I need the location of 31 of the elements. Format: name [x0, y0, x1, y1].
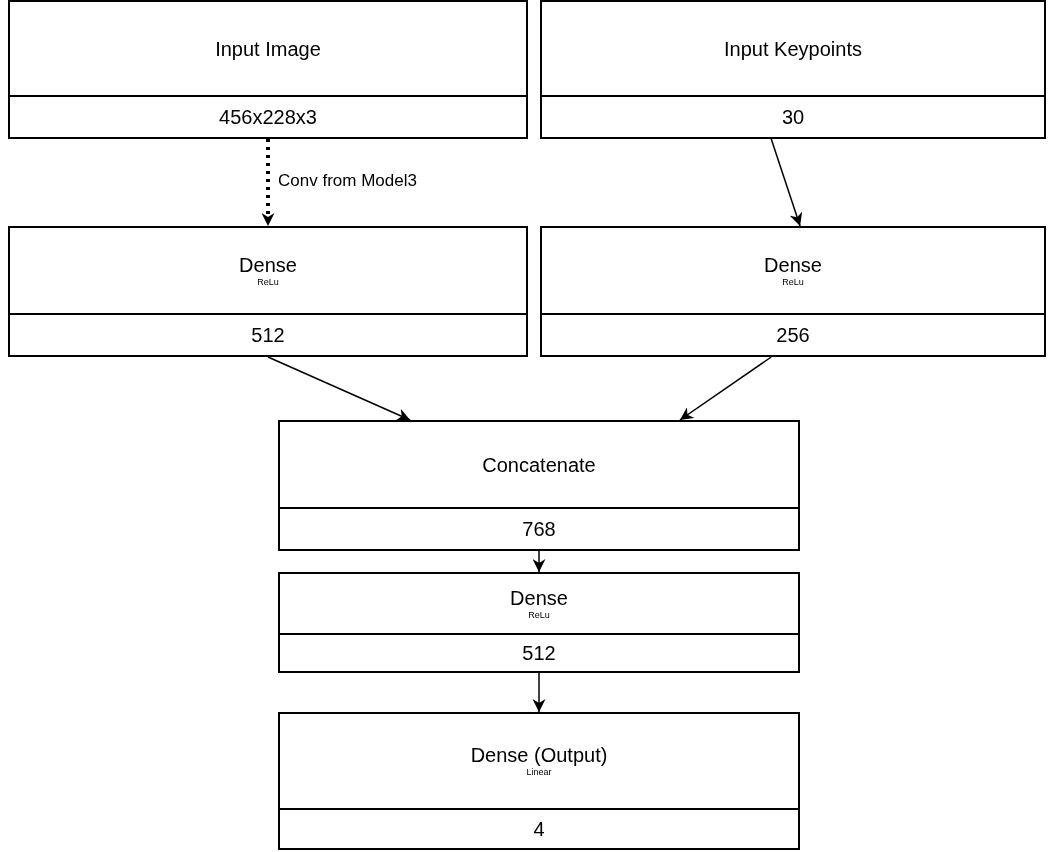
layer-box: [278, 420, 800, 551]
arrow: [267, 356, 411, 421]
arrow: [679, 356, 772, 421]
layer-name: Dense: [239, 252, 297, 277]
activation-label: Linear: [526, 767, 552, 779]
layer-box: [278, 572, 800, 673]
layer-name: Dense: [764, 252, 822, 277]
layer-box: [8, 226, 528, 357]
layer-name: Input Keypoints: [724, 36, 862, 61]
layer-box: [540, 226, 1046, 357]
layer-size: 4: [533, 817, 545, 841]
layer-name: Concatenate: [482, 452, 596, 477]
layer-size: 456x228x3: [219, 105, 317, 129]
activation-label: ReLu: [782, 276, 804, 289]
arrow: [261, 139, 275, 226]
layer-size: 256: [776, 323, 810, 347]
layer-name: Dense (Output): [470, 743, 608, 768]
layer-size: 512: [251, 323, 285, 347]
arrow: [770, 138, 803, 227]
layer-box: [8, 0, 528, 139]
layer-size: 512: [522, 641, 556, 665]
arrow: [532, 550, 546, 573]
activation-label: ReLu: [528, 609, 550, 622]
layer-size: 30: [781, 105, 805, 129]
layer-name: Input Image: [215, 36, 321, 61]
arrow: [532, 672, 546, 713]
layer-box: [540, 0, 1046, 139]
layer-name: Dense: [510, 585, 568, 610]
layer-size: 768: [522, 517, 556, 541]
layer-box: [278, 712, 800, 850]
activation-label: ReLu: [257, 276, 279, 289]
